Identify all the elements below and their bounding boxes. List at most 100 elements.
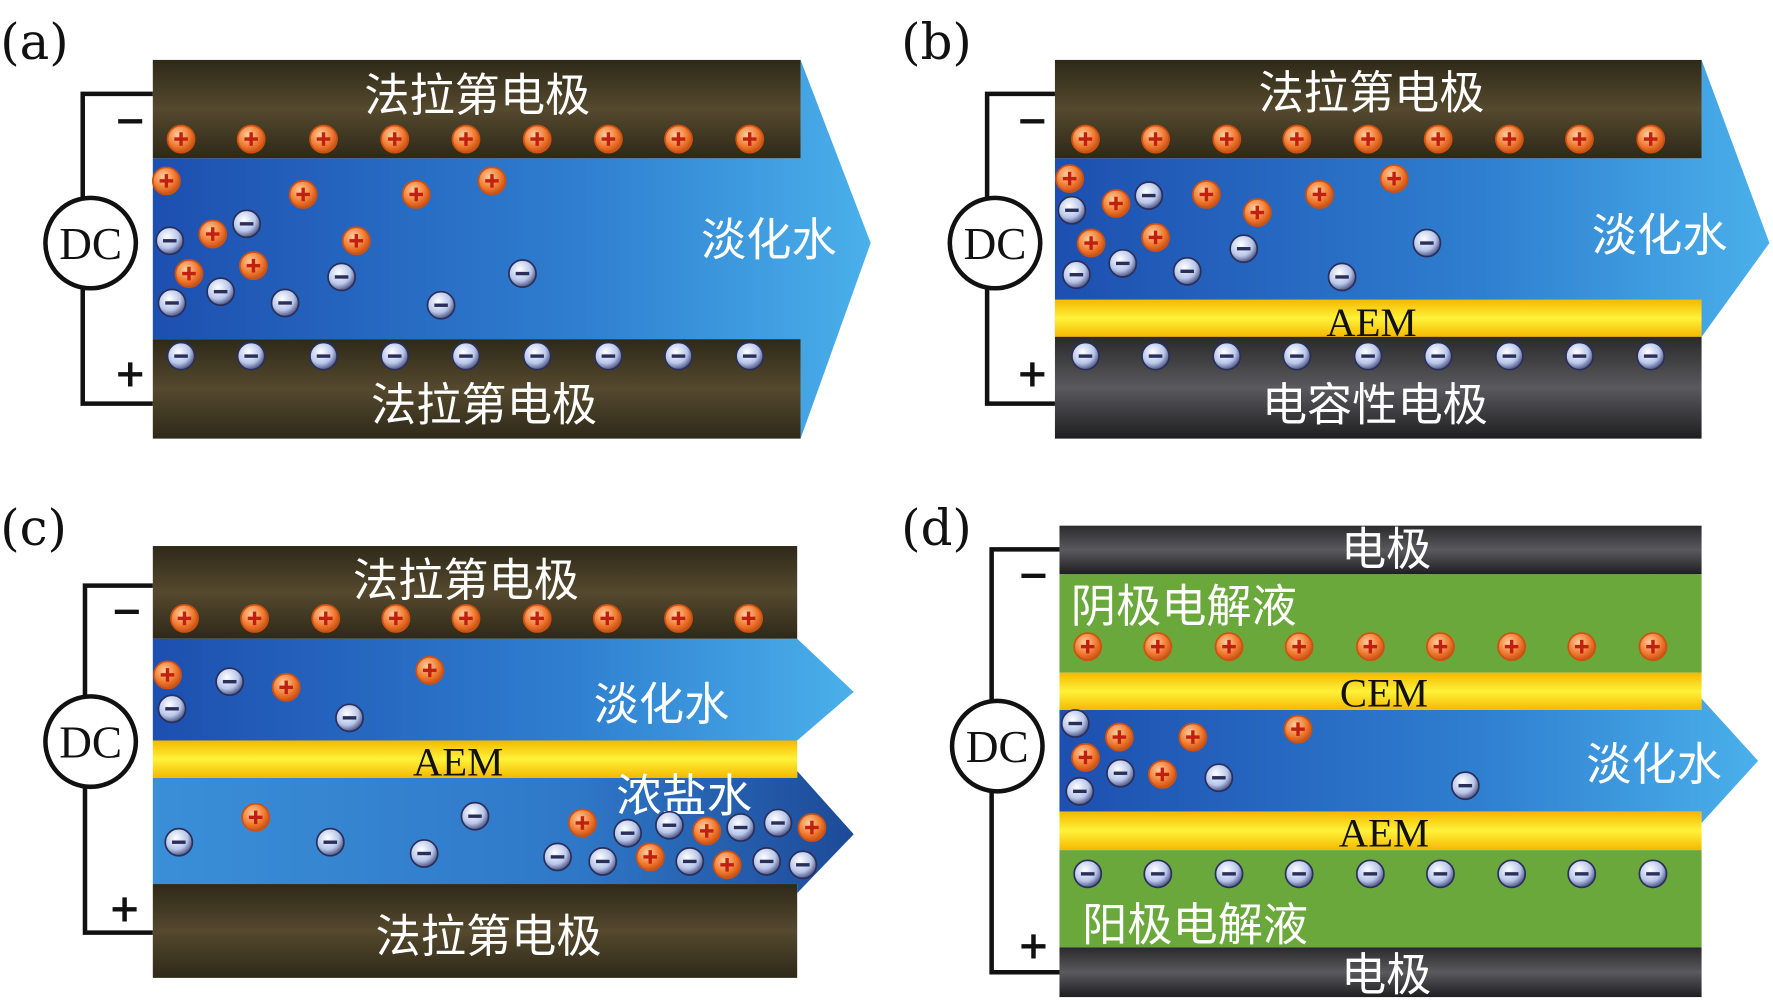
- dc-source: [43, 694, 139, 790]
- bottom-electrode-label: 法拉第电极: [376, 910, 602, 963]
- cation-icon: [1076, 228, 1106, 258]
- cation-icon: [166, 124, 196, 154]
- anion-icon: [157, 288, 187, 318]
- cation-icon: [734, 603, 763, 633]
- cation-icon: [241, 802, 271, 832]
- anion-icon: [752, 847, 782, 876]
- anion-icon: [215, 667, 245, 697]
- dilute-arrow: [152, 638, 854, 741]
- anion-icon: [588, 847, 618, 876]
- anion-icon: [1106, 758, 1135, 788]
- anion-icon: [232, 209, 262, 239]
- cation-icon: [1355, 632, 1385, 662]
- panel-b: (b) 法拉第电极 AEM 电容性电极 淡化水 DC − +: [901, 13, 1770, 439]
- negative-terminal: −: [114, 98, 146, 143]
- cation-icon: [797, 813, 827, 842]
- anion-icon: [508, 259, 537, 288]
- cem-membrane: [1059, 672, 1702, 710]
- dc-source: [949, 698, 1045, 794]
- cation-icon: [712, 850, 742, 880]
- cation-icon: [1104, 722, 1134, 752]
- panel-c-label: (c): [0, 499, 67, 557]
- anion-icon: [1282, 341, 1312, 371]
- anolyte-label: 阳极电解液: [1082, 899, 1308, 952]
- bottom-electrode-label: 法拉第电极: [371, 379, 597, 432]
- cation-icon: [170, 603, 199, 633]
- cation-icon: [451, 124, 481, 154]
- cation-icon: [288, 180, 318, 209]
- anion-icon: [1172, 256, 1202, 286]
- anion-icon: [1060, 709, 1090, 738]
- anion-icon: [166, 341, 196, 371]
- panel-a-label: (a): [0, 13, 68, 71]
- anion-icon: [409, 839, 439, 868]
- cation-icon: [151, 166, 181, 196]
- cation-icon: [593, 124, 623, 154]
- anion-icon: [1497, 859, 1527, 889]
- anion-icon: [1065, 776, 1095, 806]
- cation-icon: [1426, 632, 1455, 662]
- anion-icon: [1450, 771, 1480, 801]
- dc-label: DC: [59, 717, 122, 767]
- anion-icon: [1204, 763, 1234, 793]
- dc-label: DC: [964, 219, 1027, 269]
- positive-terminal: +: [1017, 924, 1049, 969]
- cation-icon: [1305, 180, 1334, 209]
- top-electrode-label: 电极: [1341, 523, 1431, 576]
- anion-icon: [655, 810, 684, 840]
- anion-icon: [426, 290, 456, 320]
- cation-icon: [1141, 222, 1170, 252]
- cation-icon: [311, 603, 341, 633]
- panel-a: (a) 法拉第电极 法拉第电极 淡化水 DC − +: [0, 13, 871, 439]
- cation-icon: [1055, 164, 1085, 194]
- anion-icon: [451, 341, 481, 371]
- cation-icon: [1636, 124, 1666, 154]
- anion-icon: [543, 842, 572, 872]
- water-label: 淡化水: [1586, 738, 1722, 791]
- anion-icon: [1212, 341, 1242, 371]
- bottom-electrode-label: 电极: [1341, 948, 1431, 1001]
- anion-icon: [675, 847, 705, 876]
- anion-icon: [613, 818, 643, 848]
- anion-icon: [763, 808, 793, 838]
- cation-icon: [1282, 124, 1312, 154]
- aem-membrane: [1054, 299, 1702, 337]
- cation-icon: [1497, 632, 1527, 662]
- anion-icon: [1057, 195, 1087, 225]
- top-electrode-label: 法拉第电极: [1258, 67, 1484, 120]
- cation-icon: [1212, 124, 1242, 154]
- positive-terminal: +: [114, 352, 146, 397]
- anion-icon: [236, 341, 266, 371]
- cation-icon: [1141, 124, 1170, 154]
- anion-icon: [155, 226, 185, 256]
- anion-icon: [1134, 181, 1164, 210]
- cation-icon: [451, 603, 481, 633]
- anion-icon: [1229, 234, 1259, 264]
- cation-icon: [664, 124, 693, 154]
- dc-source: [43, 195, 139, 291]
- cation-icon: [522, 603, 552, 633]
- aem-label: AEM: [1339, 811, 1429, 856]
- cation-icon: [198, 219, 228, 249]
- dc-label: DC: [59, 219, 122, 269]
- top-electrode-label: 法拉第电极: [353, 554, 579, 607]
- water-label: 淡化水: [594, 678, 730, 731]
- cation-icon: [1178, 722, 1208, 752]
- cation-icon: [1423, 124, 1453, 154]
- aem-label: AEM: [1326, 300, 1416, 345]
- water-arrow: [1059, 698, 1759, 823]
- anion-icon: [1327, 262, 1357, 292]
- water-arrow: [1054, 59, 1770, 337]
- cation-icon: [1379, 164, 1409, 194]
- aem-membrane: [152, 740, 798, 778]
- cem-label: CEM: [1340, 671, 1428, 716]
- anion-icon: [270, 288, 300, 318]
- catholyte-label: 阴极电解液: [1071, 580, 1297, 633]
- cation-icon: [1101, 189, 1131, 218]
- top-electrode-label: 法拉第电极: [364, 69, 590, 122]
- anion-icon: [1141, 341, 1170, 371]
- anion-icon: [1638, 859, 1668, 889]
- panel-d: (d) 电极 阴极电解液 CEM 淡化水 AEM 阳极电解液 电极 DC − +: [901, 499, 1759, 1001]
- anion-icon: [164, 827, 194, 857]
- cation-icon: [692, 816, 722, 846]
